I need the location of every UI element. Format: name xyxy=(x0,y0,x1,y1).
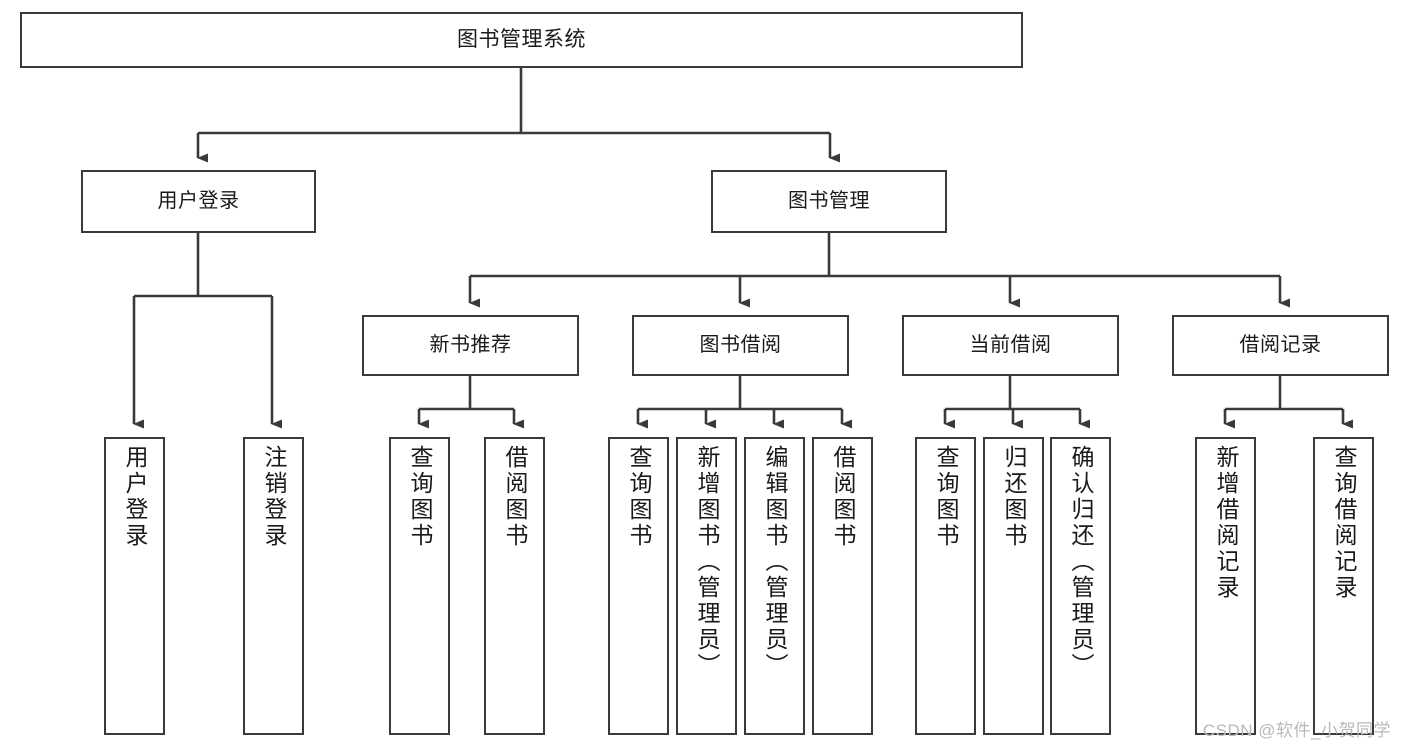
node-root-system[interactable]: 图书管理系统 xyxy=(20,12,1023,68)
node-current-borrow[interactable]: 当前借阅 xyxy=(902,315,1119,376)
node-label: 借阅图书 xyxy=(502,445,528,549)
node-book-borrow[interactable]: 图书借阅 xyxy=(632,315,849,376)
leaf-node[interactable]: 查询图书 xyxy=(608,437,669,735)
node-label: 图书管理系统 xyxy=(457,28,586,52)
node-label: 借阅记录 xyxy=(1239,334,1322,357)
watermark: CSDN @软件_小贺同学 xyxy=(1202,721,1391,740)
node-label: 查询图书 xyxy=(933,445,959,549)
leaf-node[interactable]: 查询图书 xyxy=(915,437,976,735)
leaf-node[interactable]: 归还图书 xyxy=(983,437,1044,735)
leaf-node[interactable]: 新增借阅记录 xyxy=(1195,437,1256,735)
node-borrow-record[interactable]: 借阅记录 xyxy=(1172,315,1389,376)
node-label: 新书推荐 xyxy=(429,334,512,357)
node-label: 查询图书 xyxy=(626,445,652,549)
leaf-node[interactable]: 编辑图书（管理员） xyxy=(744,437,805,735)
leaf-node[interactable]: 确认归还（管理员） xyxy=(1050,437,1111,735)
leaf-node[interactable]: 查询图书 xyxy=(389,437,450,735)
node-label: 新增借阅记录 xyxy=(1213,445,1239,601)
leaf-node[interactable]: 注销登录 xyxy=(243,437,304,735)
node-label: 确认归还（管理员） xyxy=(1068,445,1094,679)
node-label: 用户登录 xyxy=(122,445,148,549)
node-label: 注销登录 xyxy=(261,445,287,549)
node-label: 图书管理 xyxy=(788,190,870,213)
leaf-node[interactable]: 借阅图书 xyxy=(812,437,873,735)
node-label: 图书借阅 xyxy=(699,334,782,357)
node-new-book-recommend[interactable]: 新书推荐 xyxy=(362,315,579,376)
leaf-node[interactable]: 借阅图书 xyxy=(484,437,545,735)
leaf-node[interactable]: 查询借阅记录 xyxy=(1313,437,1374,735)
node-user-login[interactable]: 用户登录 xyxy=(81,170,316,233)
node-label: 用户登录 xyxy=(157,190,240,213)
node-label: 查询图书 xyxy=(407,445,433,549)
node-label: 新增图书（管理员） xyxy=(694,445,720,679)
node-label: 借阅图书 xyxy=(830,445,856,549)
leaf-node[interactable]: 用户登录 xyxy=(104,437,165,735)
node-book-management[interactable]: 图书管理 xyxy=(711,170,947,233)
node-label: 查询借阅记录 xyxy=(1331,445,1357,601)
leaf-node[interactable]: 新增图书（管理员） xyxy=(676,437,737,735)
node-label: 编辑图书（管理员） xyxy=(762,445,788,679)
node-label: 当前借阅 xyxy=(969,334,1052,357)
node-label: 归还图书 xyxy=(1001,445,1027,549)
